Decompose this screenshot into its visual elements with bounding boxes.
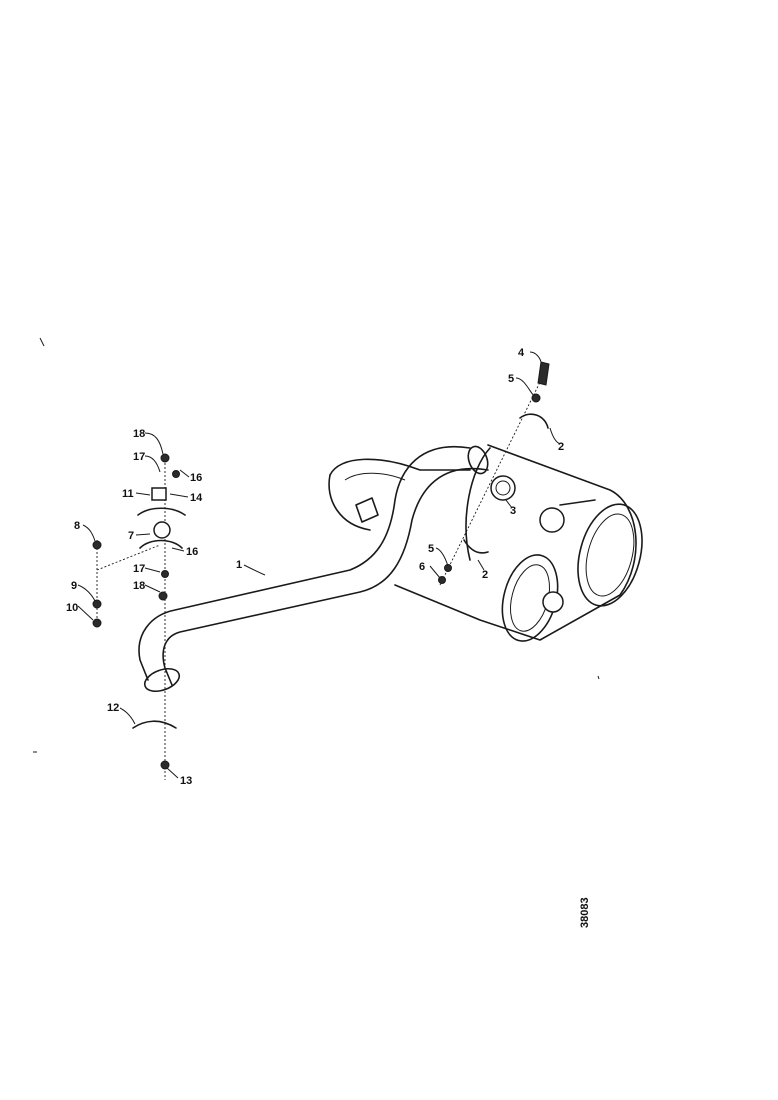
scan-specks — [33, 337, 600, 753]
callout-9: 9 — [71, 580, 77, 592]
callout-8: 8 — [74, 520, 80, 532]
callout-1: 1 — [236, 559, 242, 571]
callout-17: 17 — [133, 451, 145, 463]
callout-13: 13 — [180, 775, 192, 787]
callout-16: 16 — [186, 546, 198, 558]
callout-10: 10 — [66, 602, 78, 614]
callout-3: 3 — [510, 505, 516, 517]
callout-17: 17 — [133, 563, 145, 575]
outlet-clamps — [355, 475, 596, 613]
callout-18: 18 — [133, 428, 145, 440]
callout-7: 7 — [128, 530, 134, 542]
callout-14: 14 — [190, 492, 203, 504]
callout-2: 2 — [482, 569, 488, 581]
callout-11: 11 — [122, 488, 134, 500]
callout-5: 5 — [508, 373, 514, 385]
callout-4: 4 — [518, 347, 525, 359]
callout-6: 6 — [419, 561, 425, 573]
front-hanger-assembly — [92, 453, 186, 780]
callout-labels: 4 5 2 3 5 6 2 1 18 17 16 11 14 8 7 16 17… — [66, 347, 564, 787]
callout-12: 12 — [107, 702, 119, 714]
exhaust-pipe — [138, 445, 489, 693]
callout-16: 16 — [190, 472, 202, 484]
callout-18: 18 — [133, 580, 145, 592]
muffler — [328, 444, 643, 642]
drawing-number: 38083 — [579, 897, 591, 928]
callout-5: 5 — [428, 543, 434, 555]
rear-hanger-assembly — [438, 361, 550, 586]
callout-2: 2 — [558, 441, 564, 453]
leader-lines — [77, 351, 561, 779]
